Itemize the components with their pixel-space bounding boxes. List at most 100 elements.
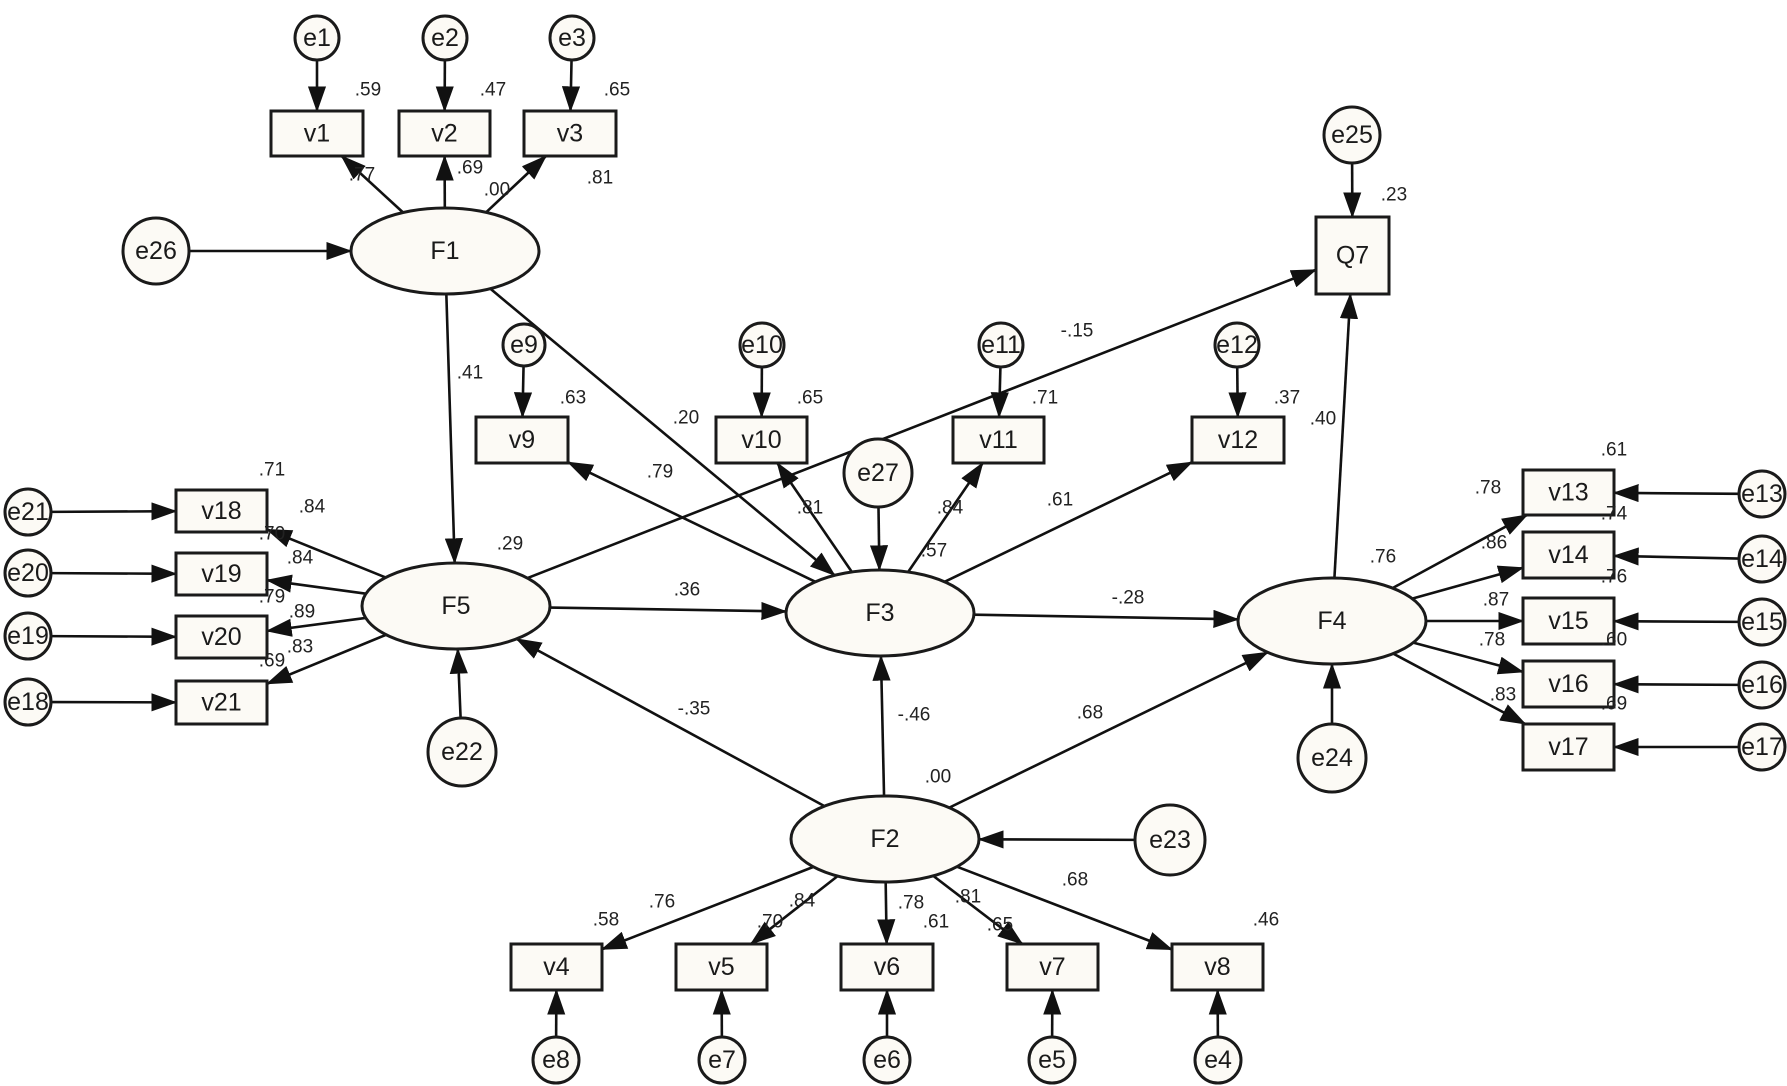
error-term-e25: e25 <box>1322 105 1382 165</box>
error-term-e8: e8 <box>531 1035 581 1085</box>
rect-shape <box>174 551 269 597</box>
circle-shape <box>862 1035 912 1085</box>
coef-f1-f5: .41 <box>457 363 483 384</box>
variable-label: v19 <box>201 560 241 588</box>
error-label: e4 <box>1204 1046 1232 1074</box>
circle-shape <box>1027 1035 1077 1085</box>
rect-shape <box>269 109 365 158</box>
rect-shape <box>174 679 269 726</box>
error-label: e14 <box>1741 545 1783 573</box>
rect-shape <box>1005 942 1100 992</box>
error-term-e12: e12 <box>1213 321 1261 369</box>
rect-shape <box>397 109 492 158</box>
observed-variable-v11: v11 <box>951 415 1046 465</box>
error-term-e15: e15 <box>1737 597 1787 647</box>
rect-shape <box>1521 468 1616 517</box>
error-label: e2 <box>431 24 459 52</box>
r2-v5: .70 <box>757 912 783 933</box>
r2-v7: .65 <box>987 915 1013 936</box>
r2-v14: .74 <box>1601 504 1628 525</box>
observed-variable-v3: v3 <box>522 109 618 158</box>
rect-shape <box>674 942 769 992</box>
coef-f4-v14: .86 <box>1481 533 1507 554</box>
r2-v8: .46 <box>1253 910 1279 931</box>
error-e9-to-v9 <box>513 365 533 419</box>
rect-shape <box>174 488 269 534</box>
path-f5-to-v19 <box>265 574 367 595</box>
coef-f2-f3: -.46 <box>898 705 931 726</box>
coef-f2-v4: .76 <box>649 892 675 913</box>
coef-f5-v19: .84 <box>287 548 314 569</box>
path-f3-to-v11 <box>907 461 984 573</box>
error-label: e22 <box>441 738 483 766</box>
path-f5-to-v18 <box>265 528 387 579</box>
variable-label: v1 <box>304 120 330 148</box>
error-term-e2: e2 <box>421 14 469 62</box>
circle-shape <box>421 14 469 62</box>
error-e19-to-v20 <box>50 627 178 646</box>
error-label: e24 <box>1311 744 1353 772</box>
r2-f3: .57 <box>921 541 947 562</box>
error-term-e27: e27 <box>842 437 914 509</box>
coef-f3-v10: .81 <box>797 498 823 519</box>
path-f1-to-f3 <box>489 287 836 577</box>
r2-v16: .60 <box>1601 630 1627 651</box>
circle-shape <box>738 321 786 369</box>
rect-shape <box>839 942 935 992</box>
circle-shape <box>1737 469 1787 519</box>
observed-variable-v2: v2 <box>397 109 492 158</box>
ellipse-shape <box>1236 576 1428 666</box>
r2-v12: .37 <box>1274 388 1300 409</box>
r2-f2: .00 <box>925 767 951 788</box>
error-label: e25 <box>1331 121 1373 149</box>
circle-shape <box>977 321 1025 369</box>
ellipse-shape <box>789 794 981 884</box>
variable-label: v10 <box>741 426 781 454</box>
circle-shape <box>1296 722 1368 794</box>
circle-shape <box>531 1035 581 1085</box>
circle-shape <box>1737 722 1787 772</box>
circle-shape <box>1193 1035 1243 1085</box>
error-term-e19: e19 <box>3 611 53 661</box>
circle-shape <box>3 611 53 661</box>
ellipse-shape <box>349 206 541 296</box>
latent-factor-f4: F4 <box>1236 576 1428 666</box>
coef-f5-v21: .83 <box>287 637 313 658</box>
coef-f4-v15: .87 <box>1483 590 1509 611</box>
error-term-e20: e20 <box>3 548 53 598</box>
path-f1-to-f5 <box>444 293 463 565</box>
error-e12-to-v12 <box>1228 366 1247 419</box>
variable-label: v18 <box>201 497 241 525</box>
observed-variable-v12: v12 <box>1190 415 1286 465</box>
path-f5-to-v20 <box>265 616 366 637</box>
path-f2-to-f5 <box>515 637 826 808</box>
variable-label: v8 <box>1204 953 1230 981</box>
rect-shape <box>714 415 809 465</box>
error-term-e10: e10 <box>738 321 786 369</box>
variable-label: v21 <box>201 689 241 717</box>
path-f4-to-v13 <box>1391 513 1529 590</box>
disturbance-e27-to-f3 <box>869 506 889 572</box>
error-label: e3 <box>558 24 586 52</box>
error-label: e5 <box>1038 1046 1066 1074</box>
path-f4-to-v16 <box>1412 641 1525 675</box>
edges-layer <box>50 59 1740 1038</box>
variable-label: v6 <box>874 953 900 981</box>
path-f1-to-v3 <box>485 155 548 214</box>
coef-f1-v1: .77 <box>349 165 375 186</box>
error-label: e20 <box>7 559 49 587</box>
coef-f3-v12: .61 <box>1047 490 1073 511</box>
latent-factor-f1: F1 <box>349 206 541 296</box>
variable-label: v7 <box>1039 953 1065 981</box>
r2-v10: .65 <box>797 388 823 409</box>
error-label: e15 <box>1741 608 1783 636</box>
coef-f4-v13: .78 <box>1475 478 1501 499</box>
error-term-e7: e7 <box>697 1035 747 1085</box>
rect-shape <box>1190 415 1286 465</box>
rect-shape <box>174 614 269 660</box>
r2-v1: .59 <box>355 80 381 101</box>
path-f1-to-v1 <box>340 155 404 214</box>
error-term-e1: e1 <box>293 14 341 62</box>
circle-shape <box>1213 321 1261 369</box>
